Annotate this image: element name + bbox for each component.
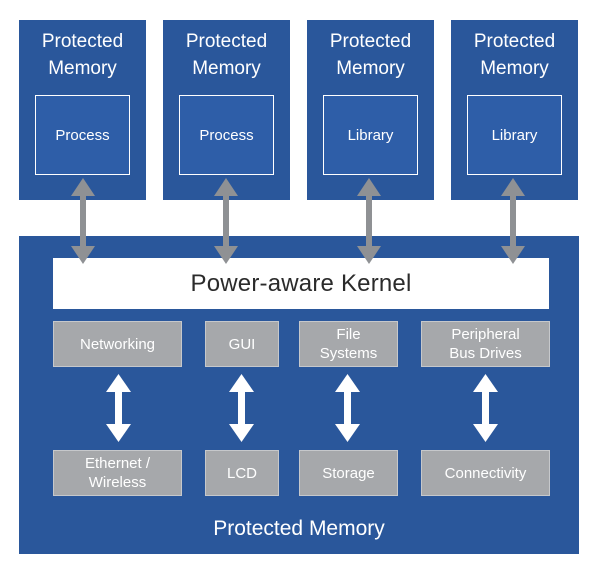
- double-arrow-icon: [214, 178, 238, 264]
- storage-box: Storage: [299, 450, 398, 496]
- ethernet-wireless-box: Ethernet / Wireless: [53, 450, 182, 496]
- process-box: Process: [35, 95, 130, 175]
- library-box: Library: [467, 95, 562, 175]
- connectivity-box: Connectivity: [421, 450, 550, 496]
- protected-memory-title: Protected Memory: [41, 31, 124, 79]
- protected-memory-block-2: Protected Memory Process: [163, 20, 290, 200]
- protected-memory-block-4: Protected Memory Library: [451, 20, 578, 200]
- file-systems-box: File Systems: [299, 321, 398, 367]
- process-box: Process: [179, 95, 274, 175]
- protected-memory-title: Protected Memory: [473, 31, 556, 79]
- protected-memory-title: Protected Memory: [329, 31, 412, 79]
- double-arrow-icon: [501, 178, 525, 264]
- double-arrow-icon: [473, 374, 498, 442]
- networking-box: Networking: [53, 321, 182, 367]
- peripheral-bus-drives-box: Peripheral Bus Drives: [421, 321, 550, 367]
- protected-memory-block-1: Protected Memory Process: [19, 20, 146, 200]
- double-arrow-icon: [71, 178, 95, 264]
- double-arrow-icon: [106, 374, 131, 442]
- main-protected-memory-label: Protected Memory: [213, 517, 385, 540]
- power-aware-kernel: Power-aware Kernel: [53, 258, 549, 309]
- library-box: Library: [323, 95, 418, 175]
- double-arrow-icon: [357, 178, 381, 264]
- double-arrow-icon: [335, 374, 360, 442]
- protected-memory-title: Protected Memory: [185, 31, 268, 79]
- protected-memory-block-3: Protected Memory Library: [307, 20, 434, 200]
- gui-box: GUI: [205, 321, 279, 367]
- double-arrow-icon: [229, 374, 254, 442]
- lcd-box: LCD: [205, 450, 279, 496]
